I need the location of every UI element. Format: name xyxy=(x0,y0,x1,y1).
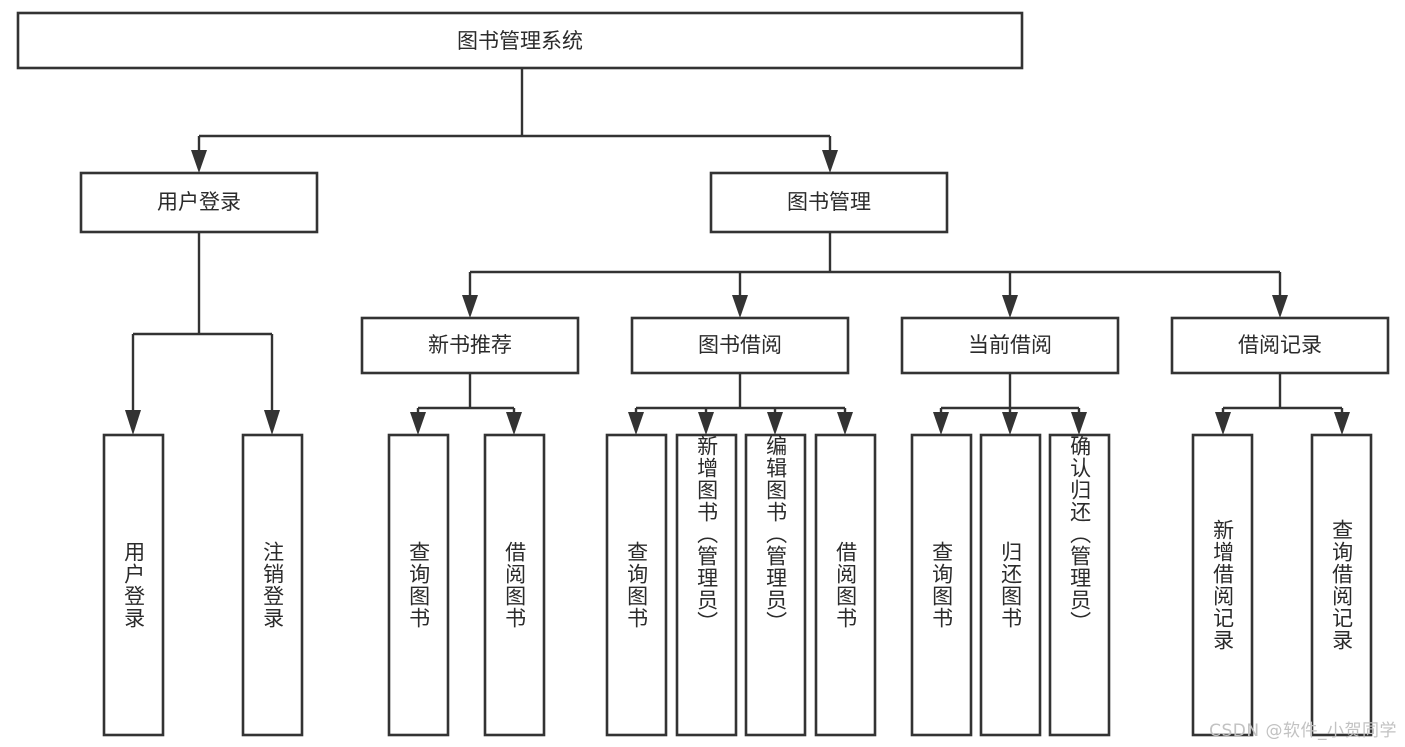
node-new-book-recommend-box[interactable] xyxy=(360,316,580,375)
connectors-book-borrow-group xyxy=(628,373,853,435)
node-book-management[interactable]: 图书管理 xyxy=(709,171,949,234)
node-current-borrow[interactable]: 当前借阅 xyxy=(900,316,1120,375)
node-user-login-label: 用户登录 xyxy=(157,190,241,214)
connectors-current-borrow-group xyxy=(933,373,1087,435)
connectors-book-mgmt-to-level3 xyxy=(462,232,1288,318)
arrow-bookmgmt-c2-icon xyxy=(732,295,748,318)
arrow-bookmgmt-c4-icon xyxy=(1272,295,1288,318)
arrow-bookborrow-l1-icon xyxy=(628,412,644,435)
leaf-box-borrow-record-1[interactable] xyxy=(1191,433,1254,737)
leaf-box-current-borrow-3[interactable] xyxy=(1048,433,1111,737)
arrow-current-l2-icon xyxy=(1002,412,1018,435)
node-book-management-box[interactable] xyxy=(709,171,949,234)
connectors-new-book-group xyxy=(410,373,522,435)
arrow-current-l1-icon xyxy=(933,412,949,435)
leaf-box-current-borrow-1[interactable] xyxy=(910,433,973,737)
node-borrow-record-box[interactable] xyxy=(1170,316,1390,375)
leaf-box-new-book-1[interactable] xyxy=(387,433,450,737)
leaf-box-book-borrow-2[interactable] xyxy=(675,433,738,737)
arrow-root-to-book-icon xyxy=(822,150,838,173)
arrow-user-leaf1-icon xyxy=(125,410,141,435)
node-new-book-recommend[interactable]: 新书推荐 xyxy=(360,316,580,375)
leaf-box-book-borrow-4[interactable] xyxy=(814,433,877,737)
arrow-bookmgmt-c3-icon xyxy=(1002,295,1018,318)
arrow-bookborrow-l4-icon xyxy=(837,412,853,435)
arrow-record-l2-icon xyxy=(1334,412,1350,435)
arrow-bookborrow-l2-icon xyxy=(698,412,714,435)
arrow-newbook-l2-icon xyxy=(506,412,522,435)
node-user-login-box[interactable] xyxy=(79,171,319,234)
node-root-box[interactable] xyxy=(16,11,1024,70)
arrow-root-to-user-icon xyxy=(191,150,207,173)
node-book-management-label: 图书管理 xyxy=(787,190,871,214)
connectors-user-login-group xyxy=(125,232,280,435)
leaf-box-borrow-record-2[interactable] xyxy=(1310,433,1373,737)
node-current-borrow-label: 当前借阅 xyxy=(968,333,1052,357)
arrow-user-leaf2-icon xyxy=(264,410,280,435)
leaf-box-new-book-2[interactable] xyxy=(483,433,546,737)
leaf-box-book-borrow-1[interactable] xyxy=(605,433,668,737)
csdn-watermark: CSDN @软件_小贺同学 xyxy=(1209,721,1397,741)
arrow-record-l1-icon xyxy=(1215,412,1231,435)
node-user-login[interactable]: 用户登录 xyxy=(79,171,319,234)
leaf-box-current-borrow-2[interactable] xyxy=(979,433,1042,737)
node-current-borrow-box[interactable] xyxy=(900,316,1120,375)
connectors-borrow-record-group xyxy=(1215,373,1350,435)
node-root-label: 图书管理系统 xyxy=(457,29,583,53)
connectors-root-to-level2 xyxy=(191,68,838,173)
leaf-box-book-borrow-3[interactable] xyxy=(744,433,807,737)
leaf-box-user-login-2[interactable] xyxy=(241,433,304,737)
arrow-bookmgmt-c1-icon xyxy=(462,295,478,318)
arrow-bookborrow-l3-icon xyxy=(767,412,783,435)
arrow-newbook-l1-icon xyxy=(410,412,426,435)
leaf-box-user-login-1[interactable] xyxy=(102,433,165,737)
node-book-borrow-box[interactable] xyxy=(630,316,850,375)
node-root[interactable]: 图书管理系统 xyxy=(16,11,1024,70)
node-borrow-record-label: 借阅记录 xyxy=(1238,333,1322,357)
node-borrow-record[interactable]: 借阅记录 xyxy=(1170,316,1390,375)
node-new-book-recommend-label: 新书推荐 xyxy=(428,333,512,357)
node-book-borrow[interactable]: 图书借阅 xyxy=(630,316,850,375)
node-book-borrow-label: 图书借阅 xyxy=(698,333,782,357)
arrow-current-l3-icon xyxy=(1071,412,1087,435)
